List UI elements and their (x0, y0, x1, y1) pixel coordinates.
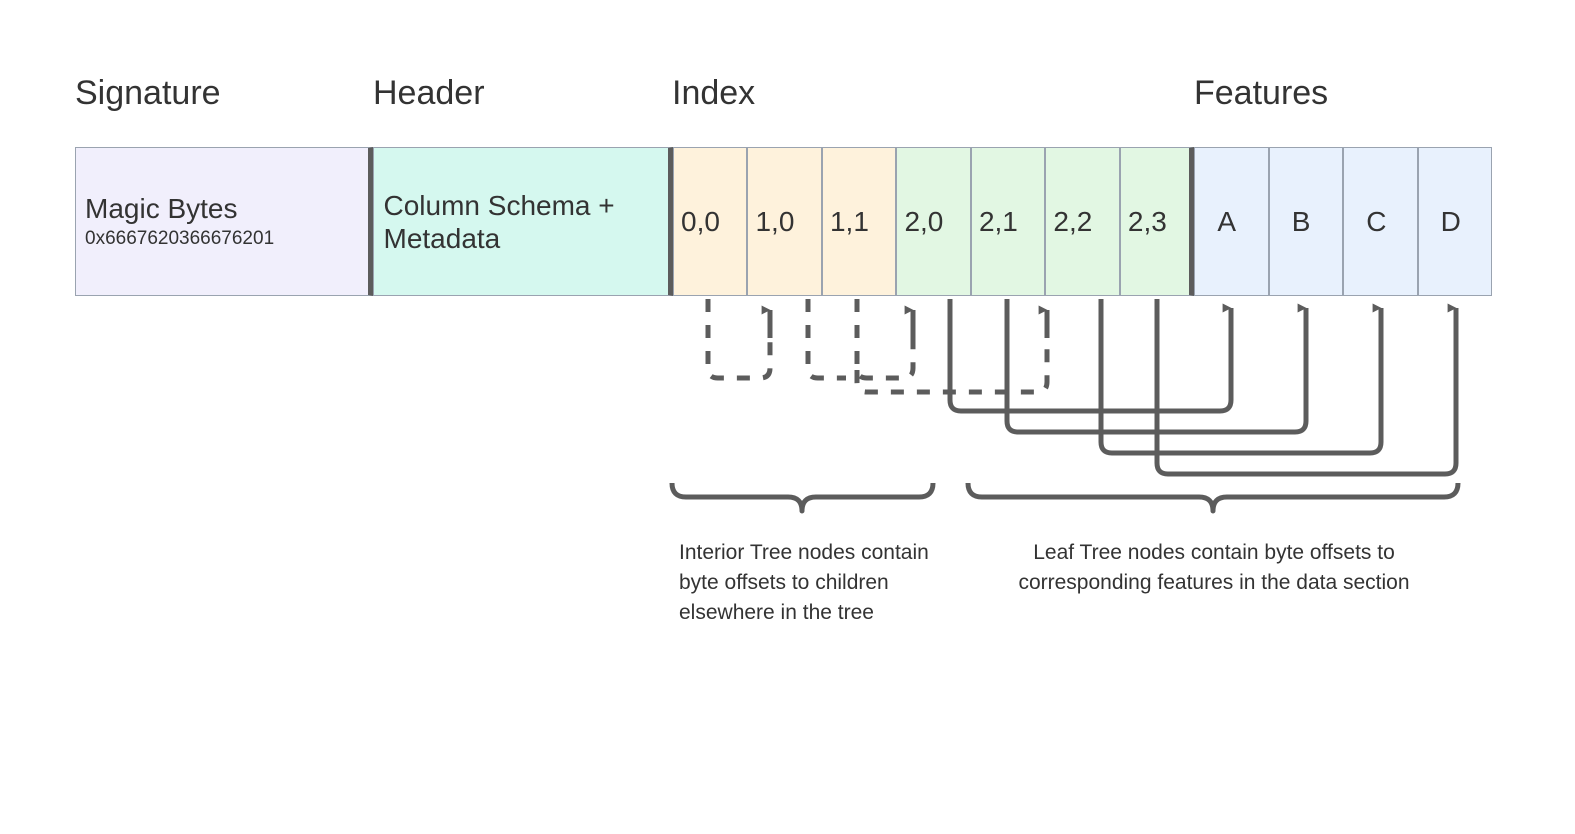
section-label-header: Header (373, 74, 485, 112)
solid-pointer-23-to-d (1154, 299, 1459, 477)
index-cell-label: 2,3 (1127, 205, 1167, 237)
dashed-pointer-11-to-20 (854, 299, 916, 381)
index-cell-label: 1,1 (829, 205, 869, 237)
signature-block: Magic Bytes 0x6667620366676201 (75, 147, 373, 296)
feature-cell-label: B (1291, 205, 1311, 237)
section-label-signature: Signature (75, 74, 221, 112)
section-label-features: Features (1194, 74, 1329, 112)
feature-cell-b: B (1268, 147, 1344, 296)
solid-pointer-20-to-a (947, 299, 1234, 414)
feature-cell-label: C (1366, 205, 1387, 237)
header-block: Column Schema + Metadata (372, 147, 673, 296)
index-cell-label: 2,2 (1053, 205, 1093, 237)
header-title: Column Schema + Metadata (383, 189, 615, 254)
magic-bytes-value: 0x6667620366676201 (85, 228, 275, 249)
section-label-index: Index (672, 74, 756, 112)
dashed-pointer-11-to-21 (854, 330, 1050, 395)
signature-title: Magic Bytes (85, 193, 238, 224)
caption-interior-nodes: Interior Tree nodes contain byte offsets… (679, 541, 929, 624)
index-cell-label: 1,0 (755, 205, 795, 237)
solid-pointer-21-to-b (1004, 299, 1309, 435)
dashed-pointer-10-down (805, 299, 846, 381)
index-cell-label: 2,1 (978, 205, 1018, 237)
index-cell-2-3: 2,3 (1119, 147, 1195, 296)
index-cell-1-0: 1,0 (747, 147, 822, 296)
index-cell-2-1: 2,1 (970, 147, 1046, 296)
index-cell-1-1: 1,1 (821, 147, 897, 296)
file-layout-bar: Magic Bytes 0x6667620366676201 Column Sc… (75, 147, 1493, 296)
feature-cell-label: D (1440, 205, 1461, 237)
index-cell-label: 0,0 (681, 205, 720, 237)
index-cell-0-0: 0,0 (673, 147, 748, 296)
solid-pointer-22-to-c (1098, 299, 1384, 456)
dashed-pointer-00-to-10 (705, 299, 773, 381)
index-cell-2-2: 2,2 (1045, 147, 1120, 296)
feature-cell-a: A (1194, 147, 1269, 296)
brace-interior (669, 482, 936, 514)
index-cell-label: 2,0 (904, 205, 944, 237)
feature-cell-d: D (1417, 147, 1493, 296)
brace-leaf (965, 482, 1461, 514)
feature-cell-c: C (1343, 147, 1418, 296)
index-cell-2-0: 2,0 (896, 147, 971, 296)
feature-cell-label: A (1217, 205, 1237, 237)
caption-leaf-nodes: Leaf Tree nodes contain byte offsets to … (1018, 541, 1410, 594)
